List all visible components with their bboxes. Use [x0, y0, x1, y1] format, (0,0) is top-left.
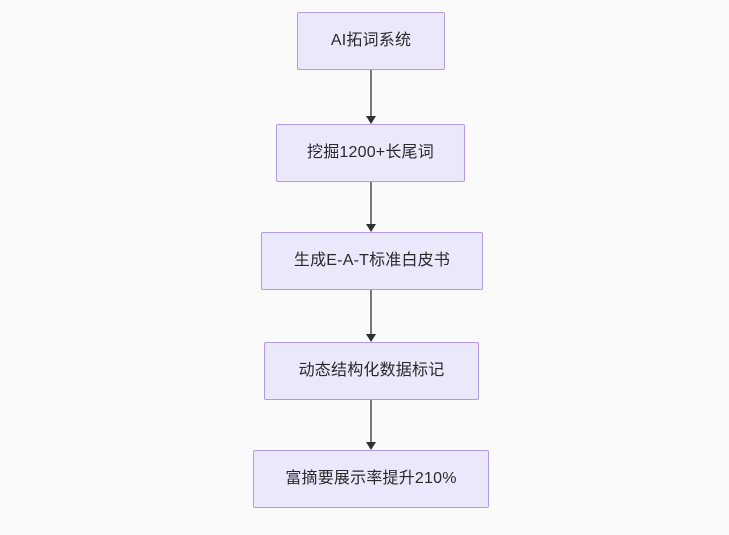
flow-node-n2[interactable]: 挖掘1200+长尾词 [276, 124, 465, 182]
flow-node-label: 挖掘1200+长尾词 [307, 144, 434, 161]
flow-node-n5[interactable]: 富摘要展示率提升210% [253, 450, 489, 508]
connector-line-1 [370, 70, 372, 116]
flow-node-label: 富摘要展示率提升210% [285, 470, 457, 487]
flow-node-n1[interactable]: AI拓词系统 [297, 12, 445, 70]
arrowhead-icon-4 [366, 442, 376, 450]
connector-line-2 [370, 182, 372, 224]
connector-line-4 [370, 400, 372, 442]
flow-node-label: 动态结构化数据标记 [298, 362, 445, 379]
flow-node-label: AI拓词系统 [330, 32, 412, 49]
arrowhead-icon-3 [366, 334, 376, 342]
connector-line-3 [370, 290, 372, 334]
flow-node-label: 生成E-A-T标准白皮书 [293, 252, 451, 269]
flow-node-n3[interactable]: 生成E-A-T标准白皮书 [261, 232, 483, 290]
arrowhead-icon-2 [366, 224, 376, 232]
arrowhead-icon-1 [366, 116, 376, 124]
flow-node-n4[interactable]: 动态结构化数据标记 [264, 342, 479, 400]
